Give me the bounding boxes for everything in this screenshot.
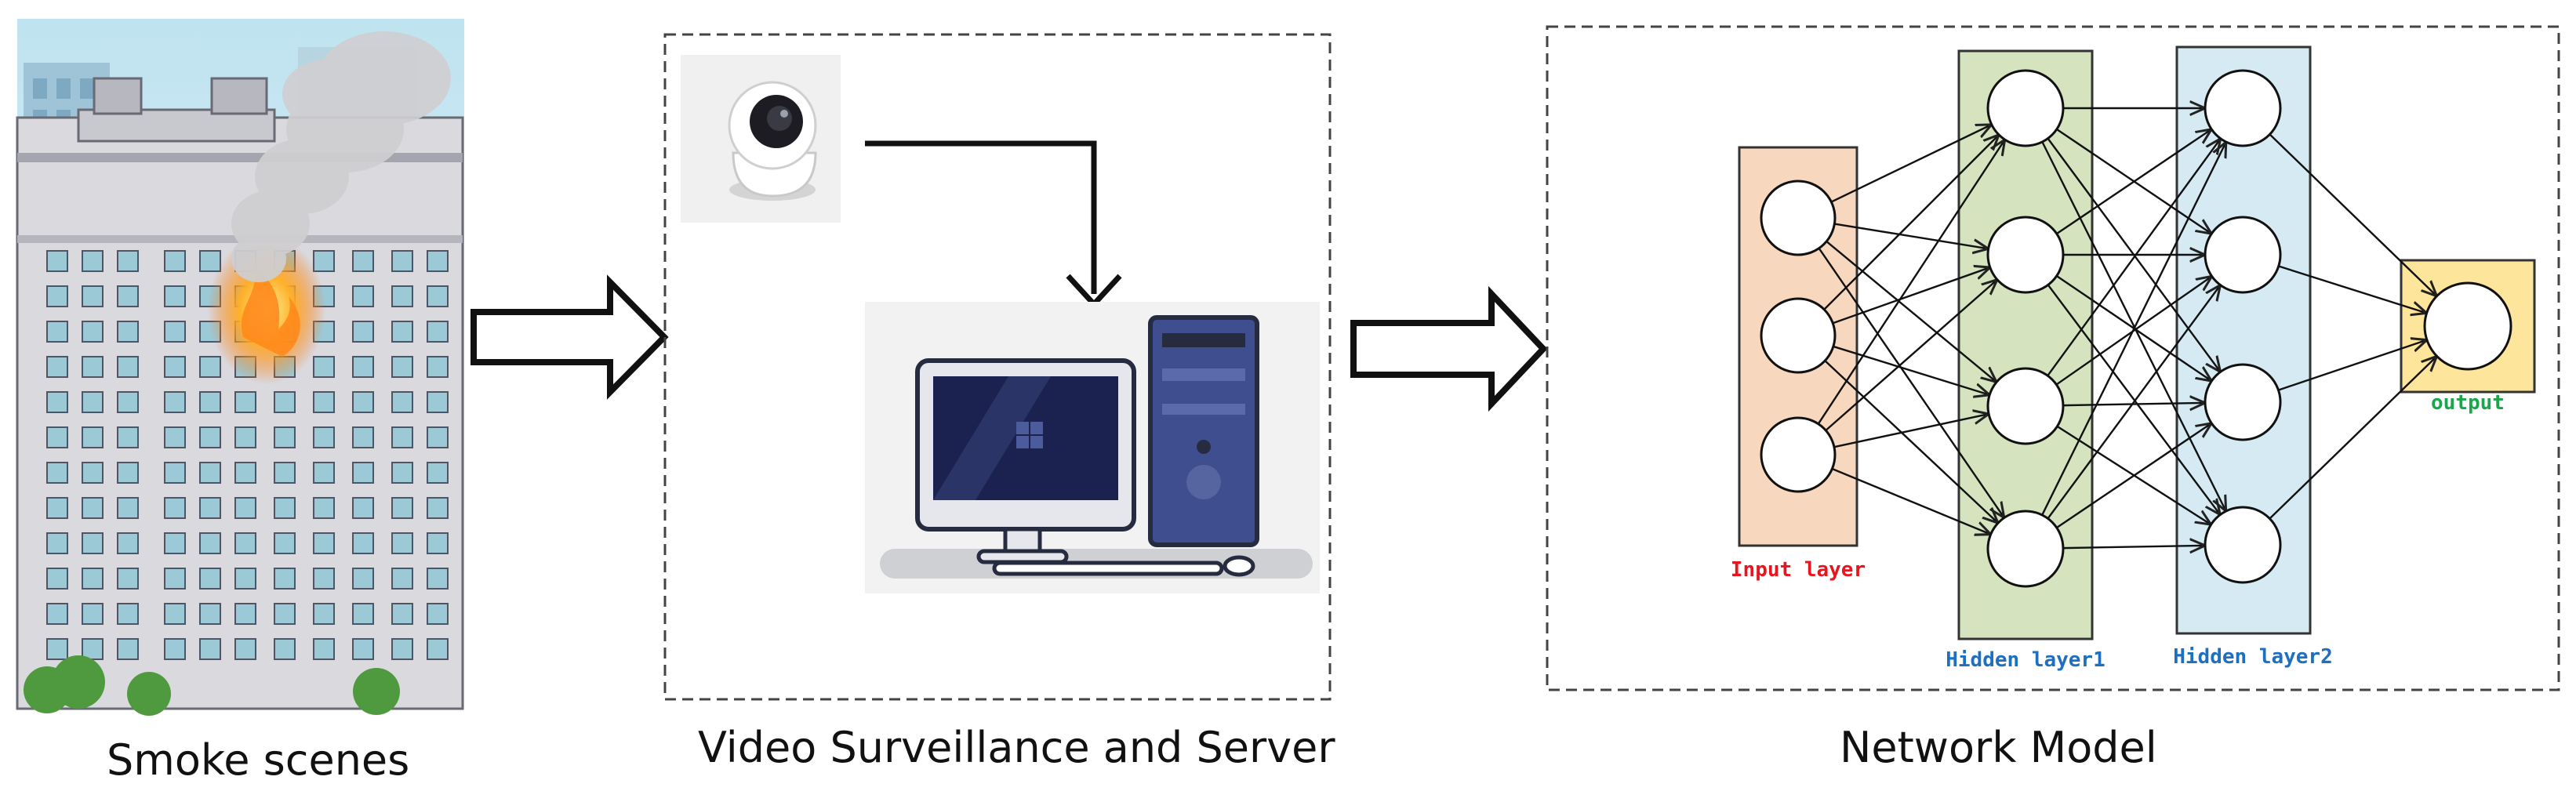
output-layer-label: output xyxy=(2431,391,2505,415)
network-edge xyxy=(1818,248,2004,518)
network-edge xyxy=(2278,340,2426,391)
network-edge xyxy=(2062,546,2205,548)
hidden-layer2-label: Hidden layer2 xyxy=(2173,645,2333,669)
network-connections xyxy=(1817,108,2437,548)
network-model-box xyxy=(1546,25,2560,691)
network-edge xyxy=(1824,360,1998,523)
caption-smoke-scenes: Smoke scenes xyxy=(107,735,410,785)
network-nodes xyxy=(1760,69,2512,588)
network-edge xyxy=(1830,125,1991,203)
input-layer-label: Input layer xyxy=(1731,558,1866,582)
network-edge xyxy=(2278,265,2427,314)
hidden2-node xyxy=(2204,216,2282,294)
network-edge xyxy=(2047,285,2221,520)
network-edge xyxy=(2041,142,2226,516)
hidden2-node xyxy=(2204,506,2282,584)
hidden1-node xyxy=(1986,510,2065,588)
network-edge xyxy=(1826,241,1996,382)
network-edge xyxy=(1832,267,1989,325)
hidden-layer1-label: Hidden layer1 xyxy=(1946,648,2105,672)
network-edge xyxy=(1833,414,1989,448)
camera-to-server-connector xyxy=(865,140,1097,294)
flow-arrow-1 xyxy=(471,274,669,400)
network-edge xyxy=(1817,140,2005,425)
network-edge xyxy=(2056,423,2211,529)
network-edge xyxy=(2047,284,2220,514)
network-edge xyxy=(2047,139,2220,376)
input-node xyxy=(1760,180,1837,256)
hidden1-node xyxy=(1986,367,2065,445)
input-node xyxy=(1760,297,1837,374)
hidden1-node xyxy=(1986,69,2065,147)
hidden2-node xyxy=(2204,69,2282,147)
network-edge xyxy=(2056,129,2211,235)
hidden2-node xyxy=(2204,363,2282,441)
surveillance-server-box xyxy=(663,33,1332,701)
computer-icon xyxy=(865,302,1320,593)
network-edge xyxy=(1825,280,1997,431)
network-edge xyxy=(1833,345,1989,395)
hidden1-node xyxy=(1986,216,2065,294)
network-edge xyxy=(2269,133,2436,296)
network-edge xyxy=(1834,223,1988,249)
camera-icon xyxy=(681,55,841,223)
input-node xyxy=(1760,416,1837,493)
network-edge xyxy=(1831,467,1990,535)
output-node xyxy=(2423,281,2512,371)
network-edge xyxy=(2269,356,2436,520)
network-edge xyxy=(1823,135,1999,310)
network-edge xyxy=(2062,403,2205,405)
caption-network-model: Network Model xyxy=(1840,723,2157,772)
flow-arrow-2 xyxy=(1350,285,1548,412)
caption-video-server: Video Surveillance and Server xyxy=(698,723,1335,772)
smoke-scene-image xyxy=(16,19,464,716)
